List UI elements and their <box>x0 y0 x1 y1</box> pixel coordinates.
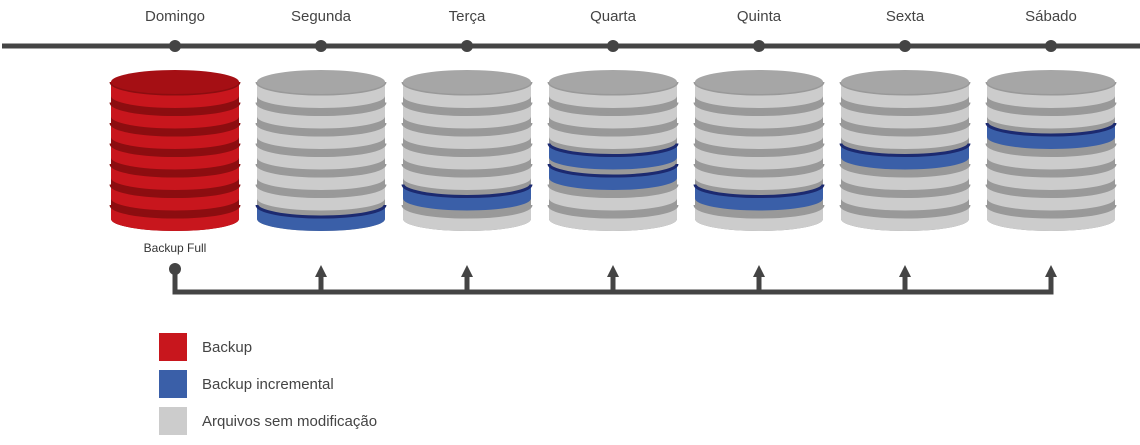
full-backup-caption: Backup Full <box>143 241 207 255</box>
timeline-dot <box>899 40 911 52</box>
day-label: Terça <box>448 8 486 25</box>
day-label: Quinta <box>736 8 782 25</box>
full-backup-cylinder <box>109 70 241 231</box>
arrow-up-icon <box>315 265 327 277</box>
cylinder-top <box>987 70 1115 94</box>
legend-item-unmodified: Arquivos sem modificação <box>159 407 377 435</box>
day-label: Sexta <box>885 8 925 25</box>
incremental-backup-cylinder <box>693 70 825 231</box>
day-label: Quarta <box>590 8 636 25</box>
day-label: Domingo <box>144 8 206 25</box>
timeline-dot <box>1045 40 1057 52</box>
legend-item-backup: Backup <box>159 333 252 361</box>
arrow-up-icon <box>753 265 765 277</box>
arrow-up-icon <box>461 265 473 277</box>
cylinder-top <box>403 70 531 94</box>
cylinder-top <box>695 70 823 94</box>
timeline-dot <box>461 40 473 52</box>
timeline-dot <box>607 40 619 52</box>
incremental-backup-cylinder <box>839 70 971 231</box>
timeline-dot <box>753 40 765 52</box>
legend-item-incremental: Backup incremental <box>159 370 334 398</box>
cylinder-top <box>257 70 385 94</box>
legend-swatch-backup <box>159 333 187 361</box>
cylinder-top <box>841 70 969 94</box>
day-label: Segunda <box>290 8 352 25</box>
legend-label: Backup <box>202 338 253 356</box>
legend-label: Backup incremental <box>202 375 334 393</box>
legend-swatch-unmodified <box>159 407 187 435</box>
cylinder-top <box>111 70 239 94</box>
arrow-up-icon <box>899 265 911 277</box>
timeline-dot <box>169 40 181 52</box>
cylinder-top <box>549 70 677 94</box>
arrow-up-icon <box>607 265 619 277</box>
incremental-backup-cylinder <box>401 70 533 231</box>
arrow-up-icon <box>1045 265 1057 277</box>
legend-swatch-incremental <box>159 370 187 398</box>
incremental-backup-cylinder <box>255 70 387 231</box>
day-label: Sábado <box>1025 8 1077 25</box>
incremental-backup-cylinder <box>985 70 1117 231</box>
incremental-backup-cylinder <box>547 70 679 231</box>
timeline-dot <box>315 40 327 52</box>
legend-label: Arquivos sem modificação <box>202 412 378 430</box>
